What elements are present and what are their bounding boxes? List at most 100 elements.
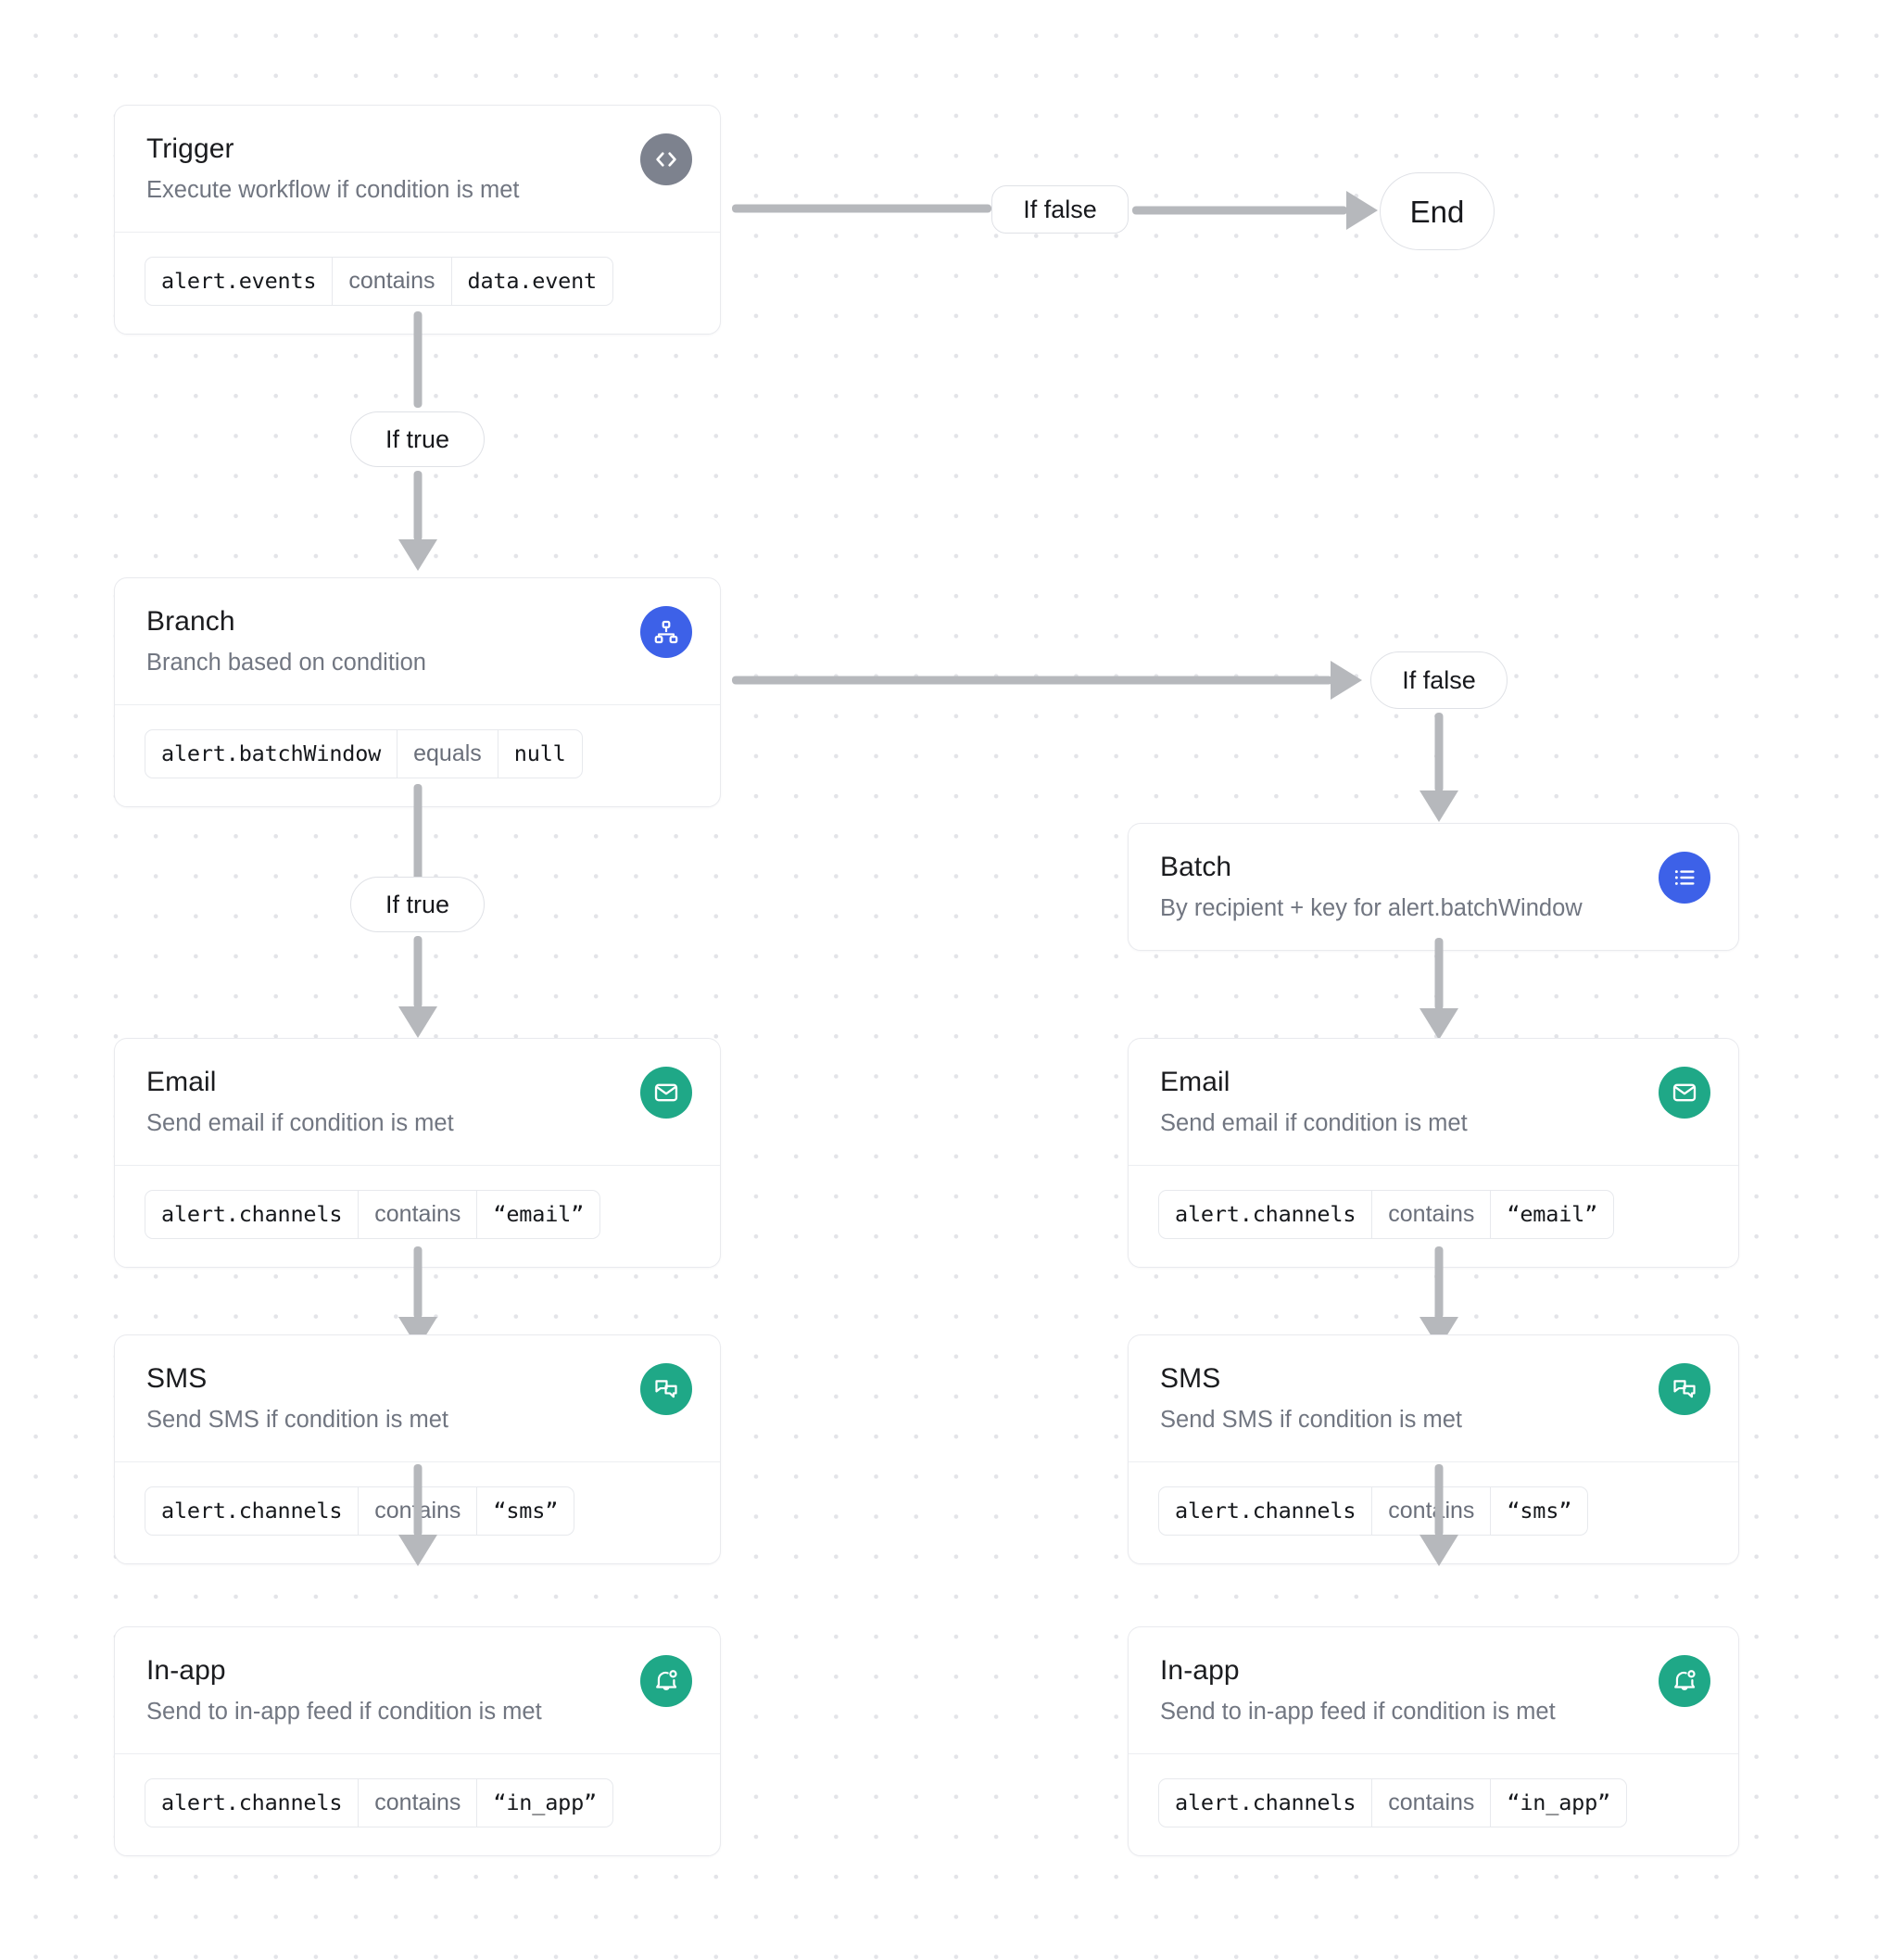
edge-arrowhead — [1419, 1008, 1458, 1040]
inapp-left-condition[interactable]: alert.channels contains “in_app” — [145, 1778, 613, 1828]
inapp-left-title: In-app — [146, 1655, 226, 1686]
sms-left-subtitle: Send SMS if condition is met — [146, 1406, 448, 1433]
bell-dot-icon — [1659, 1655, 1710, 1707]
branch-title: Branch — [146, 606, 235, 637]
batch-header: Batch By recipient + key for alert.batch… — [1129, 824, 1738, 950]
edge-shaft — [413, 784, 423, 880]
edge-shaft — [1132, 206, 1347, 215]
sms-left-condition[interactable]: alert.channels contains “sms” — [145, 1486, 575, 1536]
edge-arrowhead — [398, 1006, 437, 1038]
trigger-title: Trigger — [146, 133, 234, 164]
condition-field: alert.channels — [1175, 1498, 1356, 1524]
hierarchy-icon — [640, 606, 692, 658]
branch-condition[interactable]: alert.batchWindow equals null — [145, 729, 583, 779]
edge-arrowhead — [398, 1535, 437, 1566]
edge-shaft — [413, 311, 423, 408]
condition-value: data.event — [467, 268, 598, 295]
edge-arrowhead — [1419, 1535, 1458, 1566]
edge-shaft — [413, 471, 423, 541]
edge-arrowhead — [398, 539, 437, 571]
chat-bubbles-icon — [1659, 1363, 1710, 1415]
sms-right-title: SMS — [1160, 1363, 1221, 1394]
edge-shaft — [413, 936, 423, 1008]
edge-iftrue-to-branch — [381, 471, 455, 573]
trigger-condition[interactable]: alert.events contains data.event — [145, 257, 613, 307]
pill-label: If true — [385, 890, 450, 918]
condition-value: “in_app” — [1507, 1789, 1610, 1816]
condition-value: “sms” — [493, 1498, 559, 1524]
edge-branch-to-iffalse — [732, 660, 1362, 701]
edge-arrowhead — [1331, 661, 1362, 700]
inapp-right-body: alert.channels contains “in_app” — [1129, 1753, 1738, 1855]
sms-right-condition[interactable]: alert.channels contains “sms” — [1158, 1486, 1589, 1536]
email-right-header: Email Send email if condition is met — [1129, 1039, 1738, 1165]
condition-field: alert.channels — [161, 1789, 343, 1816]
condition-operator: contains — [1371, 1487, 1492, 1536]
email-right-subtitle: Send email if condition is met — [1160, 1109, 1468, 1136]
condition-operator: contains — [358, 1191, 478, 1239]
inapp-right-subtitle: Send to in-app feed if condition is met — [1160, 1698, 1556, 1725]
edge-batch-to-email-right — [1402, 938, 1476, 1042]
email-left-subtitle: Send email if condition is met — [146, 1109, 454, 1136]
sms-right-header: SMS Send SMS if condition is met — [1129, 1335, 1738, 1461]
edge-branch-to-iftrue — [381, 784, 455, 882]
inapp-left-body: alert.channels contains “in_app” — [115, 1753, 720, 1855]
email-left-header: Email Send email if condition is met — [115, 1039, 720, 1165]
condition-field: alert.events — [161, 268, 317, 295]
email-right-condition[interactable]: alert.channels contains “email” — [1158, 1190, 1615, 1240]
trigger-header: Trigger Execute workflow if condition is… — [115, 106, 720, 232]
branch-subtitle: Branch based on condition — [146, 649, 426, 676]
condition-value: “in_app” — [493, 1789, 597, 1816]
pill-trigger-if-true[interactable]: If true — [350, 411, 485, 467]
inapp-left-header: In-app Send to in-app feed if condition … — [115, 1627, 720, 1753]
condition-operator: contains — [332, 258, 452, 306]
edge-sms-right-to-inapp-right — [1402, 1464, 1476, 1568]
batch-title: Batch — [1160, 852, 1232, 882]
edge-shaft — [1434, 1464, 1444, 1536]
bell-dot-icon — [640, 1655, 692, 1707]
node-card-inapp-left[interactable]: In-app Send to in-app feed if condition … — [114, 1626, 721, 1857]
condition-operator: contains — [358, 1779, 478, 1827]
email-left-condition[interactable]: alert.channels contains “email” — [145, 1190, 601, 1240]
node-card-trigger[interactable]: Trigger Execute workflow if condition is… — [114, 105, 721, 335]
batch-subtitle: By recipient + key for alert.batchWindow — [1160, 894, 1583, 921]
pill-label: If false — [1023, 195, 1097, 223]
list-icon — [1659, 852, 1710, 904]
node-card-branch[interactable]: Branch Branch based on condition alert.b… — [114, 577, 721, 808]
sms-left-header: SMS Send SMS if condition is met — [115, 1335, 720, 1461]
node-card-inapp-right[interactable]: In-app Send to in-app feed if condition … — [1128, 1626, 1739, 1857]
node-card-sms-right[interactable]: SMS Send SMS if condition is met alert.c… — [1128, 1334, 1739, 1565]
edge-shaft — [1434, 938, 1444, 1010]
condition-operator: contains — [1371, 1191, 1492, 1239]
email-right-body: alert.channels contains “email” — [1129, 1165, 1738, 1267]
branch-header: Branch Branch based on condition — [115, 578, 720, 704]
inapp-right-condition[interactable]: alert.channels contains “in_app” — [1158, 1778, 1627, 1828]
node-card-email-right[interactable]: Email Send email if condition is met ale… — [1128, 1038, 1739, 1269]
edge-arrowhead — [1346, 191, 1378, 230]
condition-field: alert.channels — [1175, 1201, 1356, 1228]
chat-bubbles-icon — [640, 1363, 692, 1415]
condition-field: alert.channels — [161, 1498, 343, 1524]
edge-arrowhead — [1419, 790, 1458, 822]
node-card-email-left[interactable]: Email Send email if condition is met ale… — [114, 1038, 721, 1269]
edge-shaft — [413, 1246, 423, 1319]
email-left-title: Email — [146, 1067, 217, 1097]
pill-branch-if-true[interactable]: If true — [350, 877, 485, 932]
email-right-title: Email — [1160, 1067, 1230, 1097]
node-card-batch[interactable]: Batch By recipient + key for alert.batch… — [1128, 823, 1739, 952]
edge-sms-left-to-inapp-left — [381, 1464, 455, 1568]
condition-operator: equals — [397, 730, 498, 778]
edge-shaft — [413, 1464, 423, 1536]
inapp-right-title: In-app — [1160, 1655, 1240, 1686]
email-left-body: alert.channels contains “email” — [115, 1165, 720, 1267]
condition-operator: contains — [1371, 1779, 1492, 1827]
pill-branch-if-false[interactable]: If false — [1370, 651, 1508, 709]
condition-value: “email” — [1507, 1201, 1598, 1228]
inapp-right-header: In-app Send to in-app feed if condition … — [1129, 1627, 1738, 1753]
condition-field: alert.channels — [161, 1201, 343, 1228]
pill-trigger-if-false[interactable]: If false — [991, 185, 1129, 234]
trigger-subtitle: Execute workflow if condition is met — [146, 176, 520, 203]
pill-end[interactable]: End — [1380, 172, 1495, 250]
envelope-icon — [640, 1067, 692, 1119]
